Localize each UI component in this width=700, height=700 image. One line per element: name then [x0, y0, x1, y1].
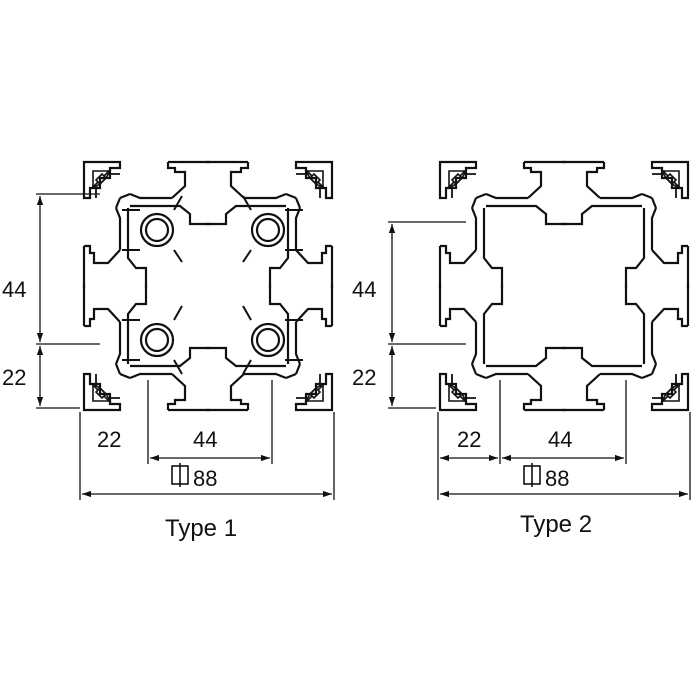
- dim-overall: 88: [193, 466, 217, 491]
- dim-vertical-lower: 22: [352, 365, 376, 390]
- square-section-icon: [523, 463, 541, 487]
- dim-overall: 88: [545, 466, 569, 491]
- type1-profile: 44 22 22 44 88 Type 1: [2, 160, 335, 542]
- bore-icon: [250, 322, 286, 358]
- type2-dimensions: [388, 221, 691, 500]
- dim-horizontal-mid: 44: [193, 427, 217, 452]
- bore-icon: [250, 212, 286, 248]
- type1-dimensions: [36, 193, 335, 500]
- bore-icon: [139, 322, 175, 358]
- type1-bores: [122, 195, 303, 375]
- type2-profile: 44 22 22 44 88 Type 2: [352, 160, 691, 538]
- type2-caption: Type 2: [520, 511, 592, 538]
- dim-vertical-lower: 22: [2, 365, 26, 390]
- dim-vertical-upper: 44: [352, 277, 376, 302]
- dim-horizontal-mid: 44: [548, 427, 572, 452]
- type1-caption: Type 1: [165, 515, 237, 542]
- dim-horizontal-left: 22: [97, 427, 121, 452]
- square-section-icon: [171, 463, 189, 487]
- bore-icon: [139, 212, 175, 248]
- dim-vertical-upper: 44: [2, 277, 26, 302]
- dim-horizontal-left: 22: [457, 427, 481, 452]
